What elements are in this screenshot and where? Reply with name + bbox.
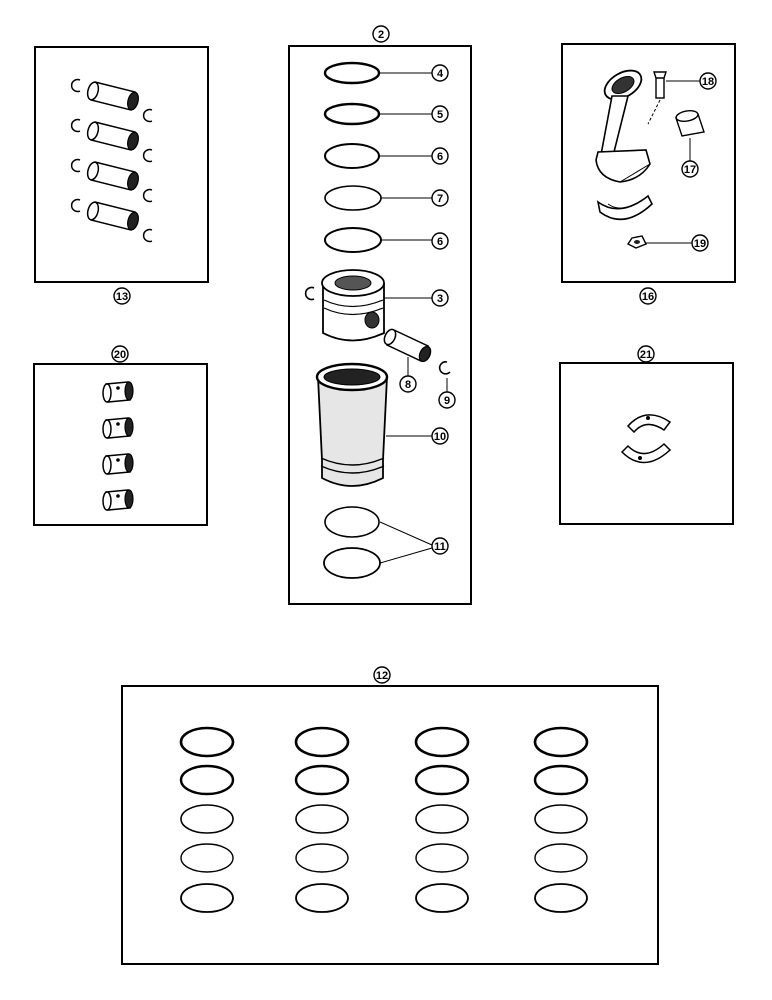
kit-2-frame bbox=[288, 45, 472, 605]
piston-ring bbox=[294, 726, 350, 758]
kit-13-frame bbox=[34, 46, 209, 283]
piston-ring bbox=[295, 843, 349, 873]
pin-retainer-9: 9 bbox=[438, 361, 456, 409]
cylinder-sleeve-10: 10 bbox=[315, 362, 449, 487]
piston-3: 3 bbox=[321, 269, 449, 342]
piston-pin bbox=[86, 161, 139, 191]
piston-ring bbox=[180, 883, 234, 913]
retainer-clip-right bbox=[142, 108, 153, 123]
piston-ring bbox=[534, 804, 588, 834]
kit-13-pins bbox=[70, 78, 153, 243]
bearing-half-upper bbox=[626, 414, 672, 434]
svg-text:4: 4 bbox=[437, 68, 444, 80]
piston-retainer-clip bbox=[304, 286, 315, 301]
kit-16-connecting-rod: 18 17 19 16 bbox=[561, 43, 736, 305]
kit-12-frame bbox=[121, 685, 659, 965]
svg-text:13: 13 bbox=[116, 291, 128, 303]
svg-text:7: 7 bbox=[437, 193, 443, 205]
piston-pin bbox=[86, 201, 139, 231]
svg-text:18: 18 bbox=[702, 76, 714, 88]
piston-ring bbox=[180, 843, 234, 873]
svg-text:17: 17 bbox=[684, 164, 696, 176]
piston-ring bbox=[414, 726, 470, 758]
kit-12-ring-grid bbox=[179, 726, 589, 913]
svg-text:10: 10 bbox=[434, 431, 446, 443]
svg-text:21: 21 bbox=[640, 349, 652, 361]
piston-ring bbox=[294, 764, 350, 796]
bushing bbox=[102, 417, 134, 439]
retainer-clip-right bbox=[142, 228, 153, 243]
retainer-clip-right bbox=[142, 188, 153, 203]
svg-text:19: 19 bbox=[694, 238, 706, 250]
kit-16-frame bbox=[561, 43, 736, 283]
bushing bbox=[102, 489, 134, 511]
callout-13: 13 bbox=[113, 287, 131, 305]
callout-21: 21 bbox=[637, 345, 655, 363]
retainer-clip-left bbox=[70, 118, 81, 133]
kit-2-piston-sleeve: 2 4 5 6 7 bbox=[288, 25, 472, 605]
svg-text:3: 3 bbox=[437, 293, 443, 305]
piston-pin-8: 8 bbox=[383, 328, 432, 393]
svg-text:5: 5 bbox=[437, 109, 443, 121]
piston-ring-5: 5 bbox=[323, 102, 449, 126]
pin-bushing-17: 17 bbox=[675, 110, 705, 178]
piston-ring bbox=[414, 764, 470, 796]
piston-ring-6-lower: 6 bbox=[324, 227, 449, 253]
kit-13-pin-set: 13 bbox=[34, 46, 209, 305]
piston-ring bbox=[179, 764, 235, 796]
kit-21-frame bbox=[559, 362, 734, 525]
kit-20-frame bbox=[33, 363, 208, 526]
callout-20: 20 bbox=[111, 345, 129, 363]
piston-ring bbox=[415, 883, 469, 913]
rod-cap bbox=[596, 194, 653, 221]
piston-ring-4: 4 bbox=[323, 61, 449, 85]
kit-20-bushing-group bbox=[102, 381, 134, 511]
sleeve-seals-11: 11 bbox=[323, 506, 449, 579]
rod-bolt-18: 18 bbox=[647, 71, 717, 125]
kit-12-ring-sets: 12 bbox=[121, 666, 659, 965]
piston-ring bbox=[534, 843, 588, 873]
piston-ring bbox=[533, 764, 589, 796]
rod-nut-19: 19 bbox=[626, 234, 709, 252]
connecting-rod bbox=[595, 69, 651, 183]
piston-ring bbox=[295, 804, 349, 834]
piston-ring-7: 7 bbox=[324, 185, 449, 211]
bushing bbox=[102, 381, 134, 403]
callout-2: 2 bbox=[372, 25, 390, 43]
piston-ring bbox=[179, 726, 235, 758]
piston-ring bbox=[533, 726, 589, 758]
piston-ring bbox=[415, 843, 469, 873]
piston-ring bbox=[534, 883, 588, 913]
svg-text:12: 12 bbox=[376, 670, 388, 682]
svg-text:8: 8 bbox=[405, 379, 411, 391]
retainer-clip-left bbox=[70, 158, 81, 173]
piston-pin bbox=[86, 81, 139, 111]
piston-ring bbox=[295, 883, 349, 913]
bearing-half-lower bbox=[620, 442, 672, 464]
piston-ring-6-upper: 6 bbox=[324, 143, 449, 169]
svg-text:20: 20 bbox=[114, 349, 126, 361]
callout-12: 12 bbox=[373, 666, 391, 684]
retainer-clip-left bbox=[70, 78, 81, 93]
svg-text:9: 9 bbox=[444, 395, 450, 407]
bushing bbox=[102, 453, 134, 475]
piston-ring bbox=[415, 804, 469, 834]
svg-text:6: 6 bbox=[437, 236, 443, 248]
retainer-clip-right bbox=[142, 148, 153, 163]
kit-21-bearings: 21 bbox=[559, 345, 734, 525]
retainer-clip-left bbox=[70, 198, 81, 213]
svg-text:16: 16 bbox=[642, 291, 654, 303]
svg-text:11: 11 bbox=[434, 541, 446, 553]
kit-20-bushings: 20 bbox=[33, 345, 208, 526]
callout-16: 16 bbox=[639, 287, 657, 305]
svg-text:2: 2 bbox=[378, 29, 384, 41]
svg-text:6: 6 bbox=[437, 151, 443, 163]
piston-pin bbox=[86, 121, 139, 151]
piston-ring bbox=[180, 804, 234, 834]
